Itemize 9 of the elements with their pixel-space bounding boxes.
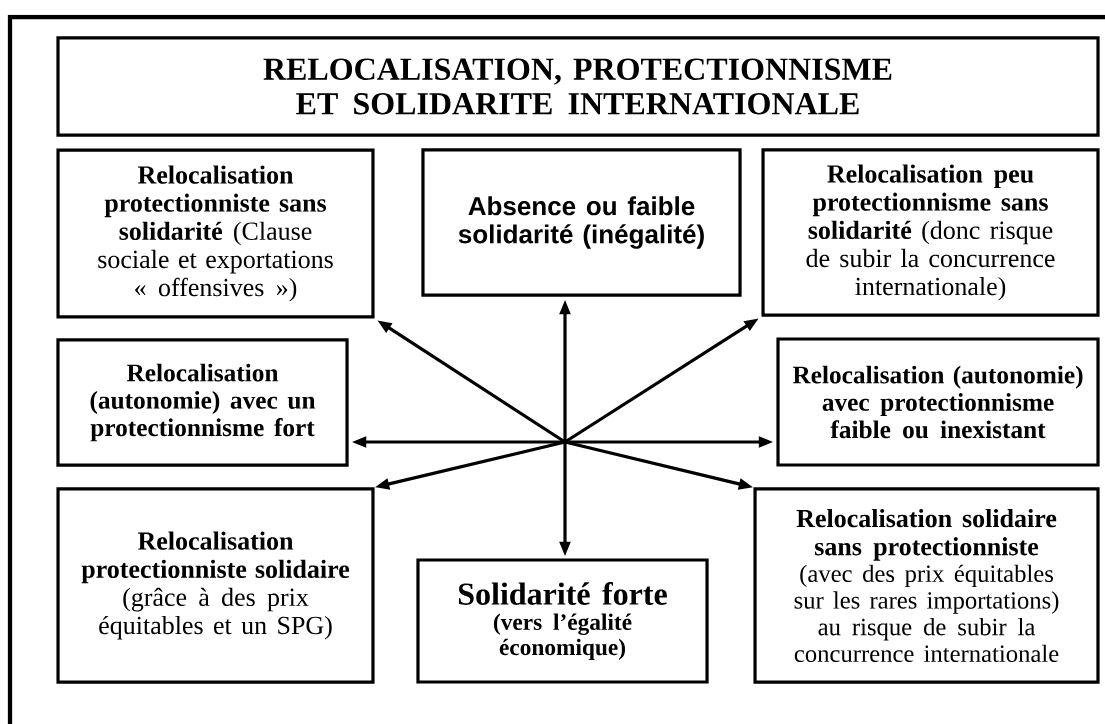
text-box: RELOCALISATION, PROTECTIONNISME ET SOLIDARITE INTERNATIONALE [56,36,1100,137]
text-box: Relocalisation (autonomie) avec protectionnisme faible ou inexistant [776,337,1100,467]
text-box: Solidarité forte (vers l’égalité économique) [416,558,709,684]
text-box: Absence ou faible solidarité (inégalité) [421,148,742,297]
text-box: Relocalisation protectionniste solidaire (grâce à des prix équitables et un SPG) [56,487,375,684]
text-box: Relocalisation solidaire sans protectionniste (avec des prix équitables sur les rares importations) au risque de subir la concurrence internationale [753,487,1100,684]
text-box: Relocalisation protectionniste sans solidarité (Clause sociale et exportations « offensives ») [56,148,375,319]
text-box: Relocalisation peu protectionnisme sans solidarité (donc risque de subir la concurrence internationale) [761,148,1100,317]
text-box: Relocalisation (autonomie) avec un protectionnisme fort [56,338,349,467]
